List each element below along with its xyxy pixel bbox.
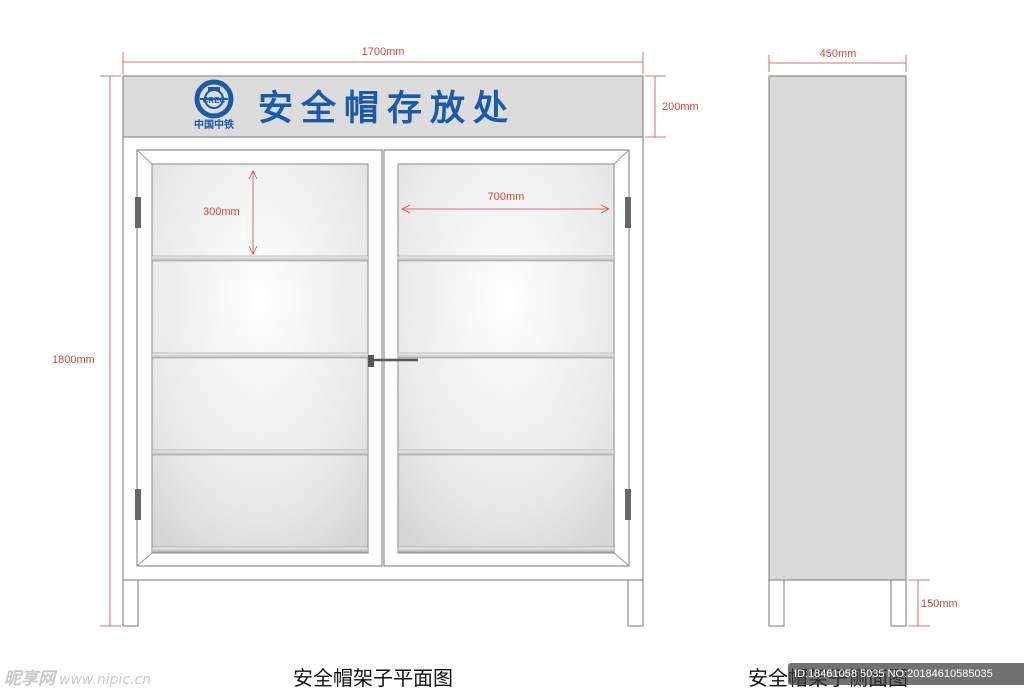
dim-depth: 450mm [820, 48, 857, 60]
side-view [768, 75, 907, 627]
side-left-leg [768, 579, 785, 627]
watermark-id: ID:18461058 5035 NO:20184610585035 [788, 663, 1024, 685]
shelf-left-2 [151, 352, 369, 359]
side-right-leg [890, 579, 907, 627]
shelf-left-1 [151, 255, 369, 262]
front-dimensions [100, 52, 666, 627]
shelves [151, 255, 615, 553]
side-body [768, 75, 907, 581]
dim-total-height: 1800mm [52, 354, 95, 366]
dim-leg-height: 150mm [921, 598, 958, 610]
front-right-leg [627, 579, 644, 627]
dim-total-width: 1700mm [362, 46, 405, 58]
front-left-leg [122, 579, 139, 627]
right-glass-panel [397, 163, 615, 554]
hinge-icon [135, 489, 141, 520]
watermark-url: www.nipic.cn [59, 672, 152, 688]
shelf-right-1 [397, 255, 615, 262]
shelf-right-2 [397, 352, 615, 359]
logo-mark: CREC [203, 96, 226, 105]
door-handle-icon [368, 355, 418, 367]
watermark-logo: 昵享网 [4, 669, 55, 689]
shelf-right-3 [397, 449, 615, 456]
shelf-left-4 [151, 546, 369, 553]
crec-logo: CREC 中国中铁 [194, 79, 234, 131]
front-view-caption: 安全帽架子平面图 [293, 666, 453, 690]
hinge-icon [625, 489, 631, 520]
dim-sign-height: 200mm [662, 101, 699, 113]
dim-door-width: 700mm [488, 191, 525, 203]
hinge-icon [135, 197, 141, 228]
sign-title: 安全帽存放处 [258, 88, 516, 129]
logo-text: 中国中铁 [194, 118, 234, 131]
dim-shelf-spacing: 300mm [203, 206, 240, 218]
shelf-left-3 [151, 449, 369, 456]
front-view: CREC 中国中铁 安全帽存放处 [122, 75, 644, 627]
shelf-right-4 [397, 546, 615, 553]
left-glass-panel [151, 163, 369, 554]
hinge-icon [625, 197, 631, 228]
side-dimensions [768, 55, 930, 627]
